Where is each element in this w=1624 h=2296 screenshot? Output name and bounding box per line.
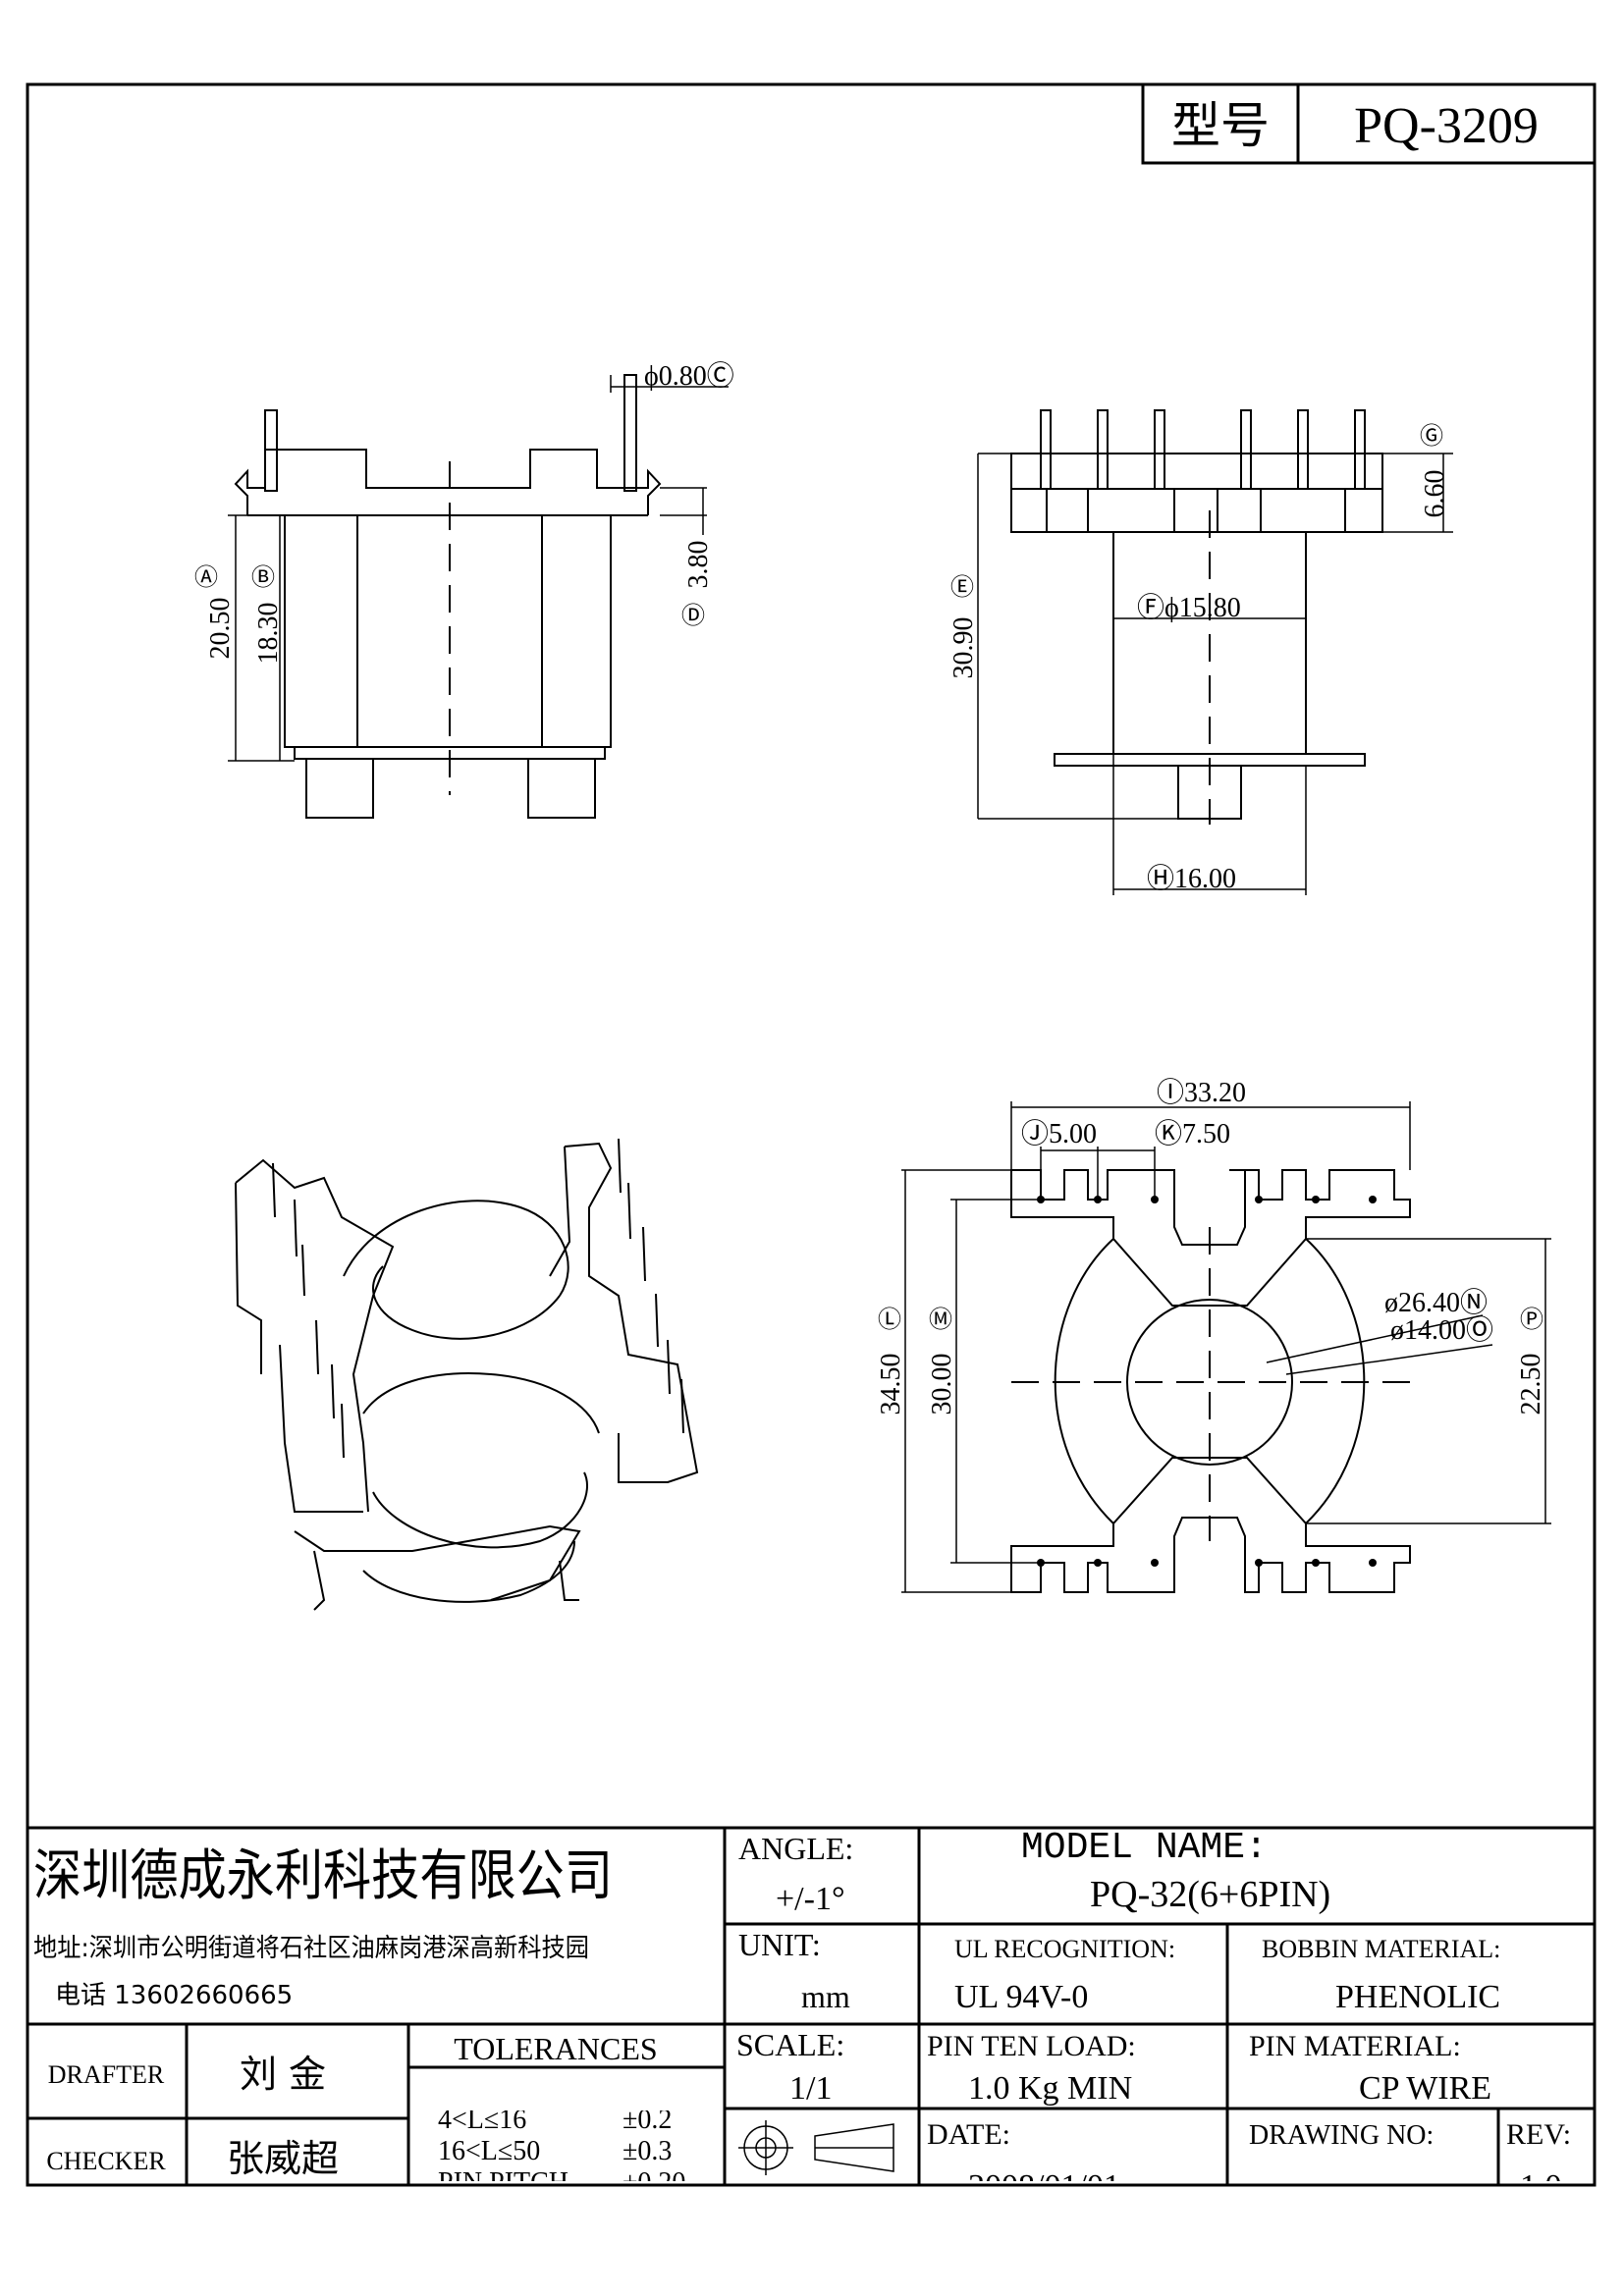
pin-load-label: PIN TEN LOAD: — [927, 2030, 1136, 2062]
tolerance-value-2: ±0.3 — [623, 2136, 672, 2166]
ul-value: UL 94V-0 — [954, 1979, 1088, 2015]
dim-l-value: 34.50 — [876, 1354, 906, 1415]
tolerance-value-0: ±0.1 — [623, 2073, 672, 2104]
scale-value: 1/1 — [789, 2070, 832, 2107]
dim-f-value: Ⓕϕ15.80 — [1137, 592, 1241, 623]
dim-a-value: 20.50 — [205, 598, 236, 660]
tolerance-value-3: ±0.20 — [623, 2167, 685, 2198]
bobbin-material-value: PHENOLIC — [1335, 1979, 1500, 2015]
pin-material-label: PIN MATERIAL: — [1249, 2030, 1461, 2062]
tolerance-range-3: PIN PITCH — [438, 2167, 568, 2198]
bobbin-material-label: BOBBIN MATERIAL: — [1262, 1935, 1500, 1963]
isometric-view — [235, 1138, 699, 1611]
drawing-frame — [26, 82, 1597, 2187]
drafter-value: 刘 金 — [240, 2053, 326, 2096]
dim-l-label: Ⓛ — [878, 1307, 901, 1333]
bottom-view-pin-holes — [1037, 1196, 1377, 1567]
dim-o-value: ø14.00Ⓞ — [1390, 1314, 1493, 1346]
dim-a-label: Ⓐ — [194, 564, 218, 591]
rev-value: 1.0 — [1520, 2168, 1562, 2205]
dim-e-value: 30.90 — [948, 617, 979, 679]
isometric-pins — [272, 1138, 684, 1459]
dim-g-label: Ⓖ — [1420, 423, 1443, 450]
dim-m-label: Ⓜ — [929, 1307, 952, 1333]
scale-label: SCALE: — [736, 2027, 844, 2062]
dim-b-value: 18.30 — [253, 603, 284, 665]
checker-value: 张威超 — [227, 2137, 339, 2180]
dim-j-value: Ⓙ5.00 — [1021, 1118, 1097, 1149]
tolerance-value-1: ±0.2 — [623, 2105, 672, 2135]
company-address: 地址:深圳市公明街道将石社区油麻岗港深高新科技园 — [33, 1934, 589, 1963]
angle-value: +/-1° — [776, 1881, 845, 1917]
dim-b-label: Ⓑ — [251, 564, 275, 591]
pin-material-value: CP WIRE — [1359, 2070, 1491, 2107]
dim-m-value: 30.00 — [927, 1354, 957, 1415]
pin-load-value: 1.0 Kg MIN — [968, 2070, 1132, 2107]
company-phone: 电话 13602660665 — [55, 1981, 293, 2010]
dim-p-value: 22.50 — [1516, 1354, 1546, 1415]
tolerance-range-2: 16<L≤50 — [438, 2136, 540, 2166]
date-label: DATE: — [927, 2118, 1010, 2151]
dim-e-label: Ⓔ — [950, 574, 974, 601]
model-value: PQ-3209 — [1354, 98, 1539, 154]
angle-label: ANGLE: — [738, 1831, 853, 1866]
rev-label: REV: — [1506, 2118, 1571, 2151]
dim-pin-diameter: ϕ0.80Ⓒ — [644, 360, 734, 392]
checker-label: CHECKER — [46, 2147, 166, 2175]
model-label: 型号 — [1171, 97, 1270, 154]
projection-symbol — [738, 2120, 894, 2175]
title-block: 深圳德成永利科技有限公司 地址:深圳市公明街道将石社区油麻岗港深高新科技园 电话… — [27, 1826, 1595, 2205]
tolerances-label: TOLERANCES — [454, 2031, 657, 2066]
company-name: 深圳德成永利科技有限公司 — [33, 1844, 613, 1908]
date-value: 2008/01/01 — [968, 2168, 1120, 2205]
dim-d-label: Ⓓ — [681, 603, 705, 629]
dim-g-value: 6.60 — [1420, 470, 1450, 518]
dim-p-label: Ⓟ — [1520, 1307, 1543, 1333]
bottom-view: Ⓘ33.20 Ⓙ5.00 Ⓚ7.50 Ⓛ 34.50 Ⓜ 30.00 ø26.4… — [876, 1077, 1551, 1593]
unit-value: mm — [801, 1979, 850, 2014]
dim-h-value: Ⓗ16.00 — [1147, 863, 1236, 894]
drafter-label: DRAFTER — [48, 2060, 165, 2089]
ul-label: UL RECOGNITION: — [954, 1935, 1175, 1963]
dim-k-value: Ⓚ7.50 — [1155, 1118, 1230, 1149]
dim-i-value: Ⓘ33.20 — [1157, 1077, 1246, 1108]
model-name-value: PQ-32(6+6PIN) — [1090, 1874, 1330, 1915]
front-view: ϕ0.80Ⓒ Ⓐ 20.50 Ⓑ 18.30 3.80 Ⓓ — [194, 360, 734, 819]
tolerance-range-1: 4<L≤16 — [438, 2105, 526, 2135]
side-view-pins — [1040, 409, 1366, 490]
unit-label: UNIT: — [738, 1927, 821, 1962]
dim-n-value: ø26.40Ⓝ — [1384, 1287, 1488, 1318]
tolerance-range-0: 0<L≤4 — [438, 2073, 513, 2104]
side-view: Ⓖ 6.60 Ⓔ 30.90 Ⓕϕ15.80 Ⓗ16.00 — [948, 409, 1453, 895]
model-name-label: MODEL NAME: — [1021, 1827, 1268, 1869]
model-number-box: 型号 PQ-3209 — [1141, 82, 1597, 165]
dim-d-value: 3.80 — [683, 541, 714, 589]
tolerance-table: 0<L≤4 ±0.1 4<L≤16 ±0.2 16<L≤50 ±0.3 PIN … — [438, 2073, 685, 2198]
drawing-no-label: DRAWING NO: — [1249, 2120, 1434, 2151]
